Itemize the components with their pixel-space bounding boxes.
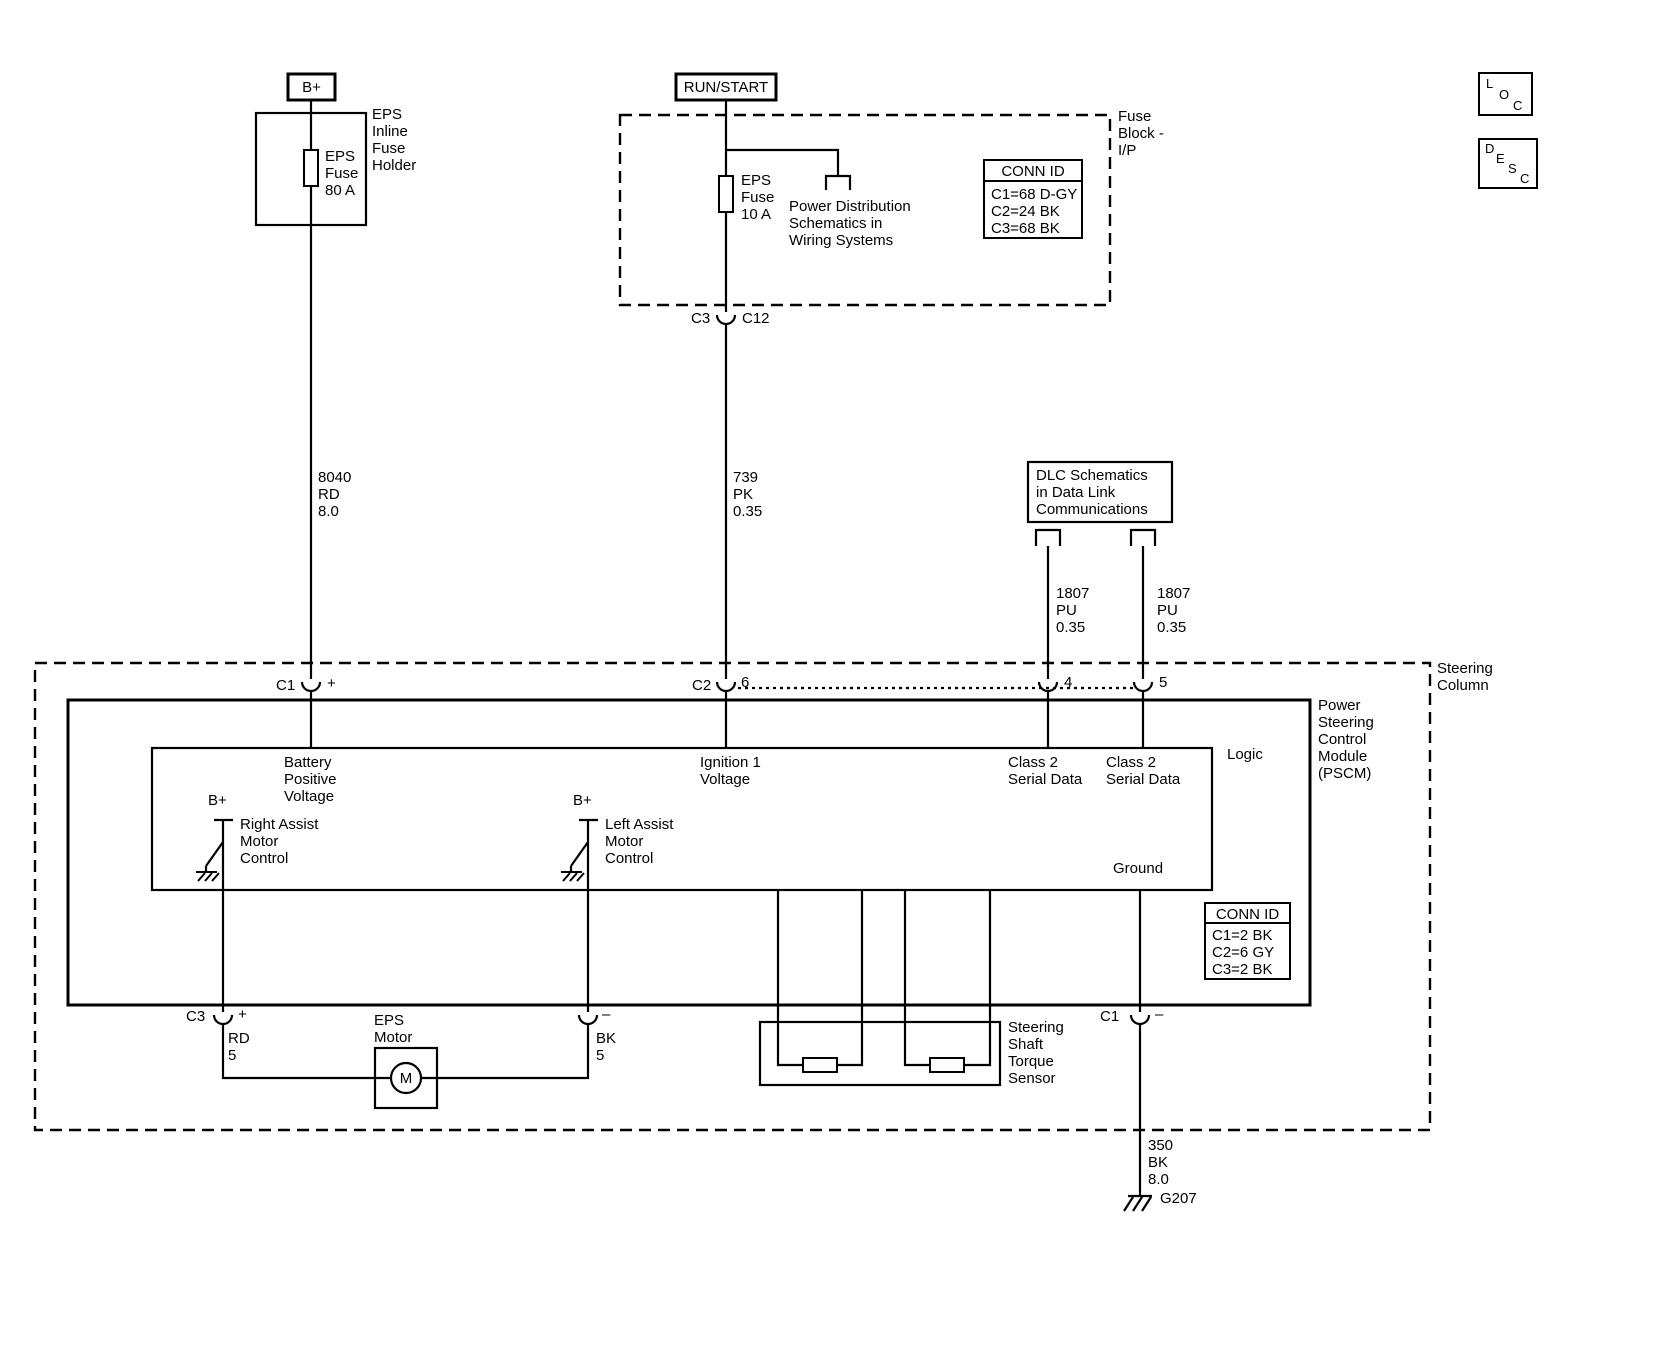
wire-label-1807-pu-left: 1807 PU 0.35 [1056,585,1090,636]
wire-label-739-pk: 739 PK 0.35 [733,469,763,520]
eps-inline-fuse-holder-label: EPS Inline Fuse Holder [372,106,417,174]
b-plus-terminal-label: B+ [302,79,321,96]
run-start-terminal-label: RUN/START [683,79,769,96]
dlc-left-bracket [1034,528,1062,546]
conn-id-rows-fuse-block: C1=68 D-GY C2=24 BK C3=68 BK [991,186,1078,237]
right-assist-b-plus-label: B+ [208,792,227,809]
ground-symbol [196,871,220,882]
input-label-ignition: Ignition 1 Voltage [700,754,761,788]
desc-button[interactable]: D E S C [1478,138,1538,189]
torque-sensor-element-left [802,1057,838,1073]
right-assist-label: Right Assist Motor Control [240,816,319,867]
pin-label-6: 6 [741,674,750,691]
fuse-block-ip-label: Fuse Block - I/P [1118,108,1164,159]
input-label-class2-left: Class 2 Serial Data [1008,754,1083,788]
eps-motor-label: EPS Motor [374,1012,413,1046]
conn-id-box-fuse-block [983,159,1083,239]
eps-fuse-10a-label: EPS Fuse 10 A [741,172,775,223]
pin-label-4: 4 [1064,674,1073,691]
connector-pin5 [1132,681,1154,693]
wire-label-8040-rd: 8040 RD 8.0 [318,469,352,520]
connector-symbols [212,314,1154,1026]
conn-id-box-pscm [1204,902,1291,980]
pin-label-5: 5 [1159,674,1168,691]
b-plus-bar-and-switch [204,818,233,1012]
wire-label-rd-5: RD 5 [228,1030,250,1064]
conn-id-title-fuse-block: CONN ID [1001,163,1065,180]
ground-pin-label: Ground [1113,860,1164,877]
dlc-right-bracket [1129,528,1157,546]
power-dist-branch-wire [726,148,840,176]
eps-fuse-10a-symbol [718,175,734,213]
desc-letter-c: C [1520,171,1530,186]
pin-label-c1-bottom: C1 [1100,1008,1120,1025]
pin-label-c3-plus: + [238,1006,247,1023]
connector-c1-top [300,681,322,693]
torque-sensor-wires [776,890,992,1067]
connector-c3-bottom [212,1014,234,1026]
loc-button[interactable]: L O C [1478,72,1533,116]
torque-sensor-element-right [929,1057,965,1073]
motor-plus-wire [221,1025,391,1080]
desc-letter-s: S [1508,161,1517,176]
eps-fuse-80a-label: EPS Fuse 80 A [325,148,359,199]
torque-sensor-label: Steering Shaft Torque Sensor [1008,1019,1064,1087]
input-label-class2-right: Class 2 Serial Data [1106,754,1181,788]
pin-label-c2-top: C2 [692,677,712,694]
fuse-symbols [303,149,734,213]
steering-column-label: Steering Column [1437,660,1493,694]
loc-letter-o: O [1499,87,1510,102]
pin-label-c1-plus: + [327,675,336,692]
g207-ground-symbol [1123,1194,1152,1212]
loc-letter-l: L [1486,76,1494,91]
right-assist-driver-symbol [196,818,233,1012]
ground-symbol [561,871,585,882]
outline-boxes [33,72,1432,1132]
desc-letter-d: D [1485,141,1495,156]
left-assist-driver-symbol [561,818,598,1012]
connector-c2-top [715,681,737,693]
desc-letter-e: E [1496,151,1505,166]
wire-label-bk-5: BK 5 [596,1030,617,1064]
dlc-schematics-box [1026,460,1174,524]
torque-sensor-box [758,1020,1002,1087]
wire-label-350-bk: 350 BK 8.0 [1148,1137,1174,1188]
connector-pin4 [1037,681,1059,693]
power-dist-bracket [824,174,852,190]
pin-label-c1-top: C1 [276,677,296,694]
connector-c1-bottom [1129,1014,1151,1026]
b-plus-bar-and-switch [569,818,598,1012]
offpage-reference-symbols [824,174,1157,546]
left-assist-label: Left Assist Motor Control [605,816,674,867]
component-symbols [389,1057,1152,1212]
pscm-box [66,698,1312,1007]
motor-m-symbol-label: M [399,1070,413,1087]
pin-label-c1-minus: – [1155,1006,1164,1023]
ground-ref-g207-label: G207 [1160,1190,1197,1207]
fuse-block-ip-box [618,113,1112,307]
conn-id-rows-pscm: C1=2 BK C2=6 GY C3=2 BK [1212,927,1275,978]
loc-letter-c: C [1513,98,1523,113]
wires [221,100,1145,1196]
pin-label-minus-bottom: – [602,1006,611,1023]
pin-label-c3-bottom: C3 [186,1008,206,1025]
logic-label: Logic [1227,746,1263,763]
input-label-battery: Battery Positive Voltage [284,754,337,805]
dlc-schematics-note: DLC Schematics in Data Link Communicatio… [1036,467,1148,518]
power-distribution-note: Power Distribution Schematics in Wiring … [789,198,911,249]
connector-label-c3: C3 [691,310,711,327]
connector-label-c12: C12 [742,310,770,327]
eps-fuse-80a-symbol [303,149,319,187]
connector-c3-c12 [715,314,737,326]
pscm-label: Power Steering Control Module (PSCM) [1318,697,1374,782]
conn-id-title-pscm: CONN ID [1215,906,1280,923]
left-assist-b-plus-label: B+ [573,792,592,809]
wire-label-1807-pu-right: 1807 PU 0.35 [1157,585,1191,636]
connector-minus-bottom [577,1014,599,1026]
motor-symbol [389,1061,423,1095]
logic-box [150,746,1214,892]
motor-minus-wire [421,1025,590,1080]
